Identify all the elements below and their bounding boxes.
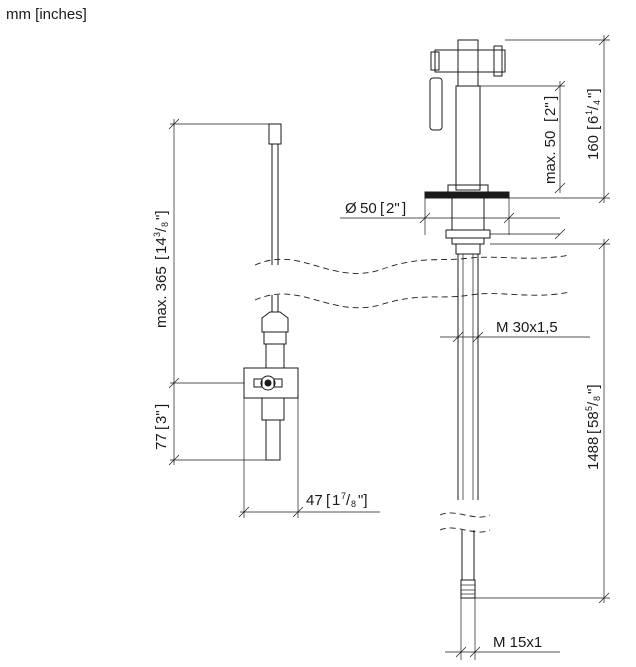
svg-text:3": 3"	[153, 410, 170, 424]
svg-text:]: ]	[402, 200, 406, 217]
svg-text:[: [	[542, 117, 559, 122]
valve-stem	[265, 343, 285, 369]
dim-valve-height: 77 [ 3" ]	[153, 404, 170, 450]
svg-text:50: 50	[360, 200, 377, 217]
svg-text:77: 77	[153, 433, 170, 450]
svg-text:1488: 1488	[585, 437, 602, 470]
svg-text:[: [	[153, 425, 170, 430]
svg-text:4: 4	[592, 100, 602, 105]
valve-nut-2	[263, 331, 287, 345]
svg-text:1: 1	[332, 492, 340, 509]
dim-height-total: 160 [ 6 1 / 4 "]	[584, 89, 602, 161]
dim-spout-height: max. 50 [ 2" ]	[542, 96, 559, 184]
svg-text:8: 8	[592, 396, 602, 401]
handle-crossbar	[434, 49, 506, 73]
svg-text:8: 8	[160, 222, 170, 227]
flange-collar	[447, 184, 489, 193]
svg-text:/: /	[585, 105, 602, 110]
svg-text:"]: "]	[585, 385, 602, 395]
svg-text:"]: "]	[585, 89, 602, 99]
svg-text:max. 365: max. 365	[153, 266, 170, 328]
dim-shank-length: 1488 [ 58 5 / 8 "]	[584, 385, 602, 471]
svg-text:"]: "]	[358, 492, 368, 509]
break-lines	[254, 254, 571, 533]
svg-text:]: ]	[542, 96, 559, 100]
svg-text:47: 47	[306, 492, 323, 509]
svg-text:1: 1	[584, 110, 594, 115]
svg-text:[: [	[380, 200, 385, 217]
svg-text:/: /	[585, 401, 602, 406]
dimension-lines	[168, 34, 610, 660]
shank-top	[455, 243, 481, 255]
svg-text:Ø: Ø	[345, 200, 357, 217]
dim-flange-diameter: Ø 50 [ 2" ]	[345, 200, 406, 217]
tail-fitting	[460, 579, 476, 599]
dim-valve-width: 47 [ 1 7 / 8 "]	[306, 491, 368, 509]
handle-end-right	[493, 45, 503, 77]
svg-text:/: /	[346, 492, 351, 509]
svg-text:14: 14	[153, 237, 170, 254]
svg-text:2": 2"	[542, 102, 559, 116]
svg-text:"]: "]	[153, 211, 170, 221]
svg-text:[: [	[326, 492, 331, 509]
mount-sleeve	[451, 197, 485, 231]
valve-connector	[261, 397, 285, 421]
dim-tail-thread: M 15x1	[493, 634, 542, 651]
flange	[424, 191, 510, 199]
faucet-assembly	[424, 39, 510, 599]
mount-washer	[451, 237, 485, 245]
svg-text:160: 160	[585, 135, 602, 160]
valve-assembly	[243, 123, 299, 461]
svg-text:]: ]	[153, 404, 170, 408]
svg-text:2": 2"	[386, 200, 400, 217]
svg-text:/: /	[153, 227, 170, 232]
svg-text:[: [	[585, 429, 602, 434]
valve-tail	[265, 419, 281, 461]
dim-hose-length: max. 365 [ 14 3 / 8 "]	[152, 211, 170, 329]
svg-text:6: 6	[585, 116, 602, 124]
handle-end-left	[430, 51, 440, 71]
handle-hub	[457, 39, 479, 87]
units-label: mm [inches]	[6, 6, 87, 23]
svg-text:max. 50: max. 50	[542, 131, 559, 184]
spout-body	[455, 85, 481, 191]
lever	[429, 77, 443, 131]
svg-text:58: 58	[585, 411, 602, 428]
compression-nut	[261, 311, 289, 333]
svg-text:5: 5	[584, 406, 594, 411]
hose-end-fitting	[268, 123, 282, 145]
svg-text:[: [	[585, 125, 602, 130]
dim-shank-thread: M 30x1,5	[496, 319, 558, 336]
svg-text:[: [	[153, 255, 170, 260]
mount-nut	[445, 229, 491, 239]
svg-text:7: 7	[341, 491, 346, 501]
valve-port	[260, 375, 276, 391]
svg-text:3: 3	[152, 232, 162, 237]
svg-text:8: 8	[351, 499, 356, 509]
